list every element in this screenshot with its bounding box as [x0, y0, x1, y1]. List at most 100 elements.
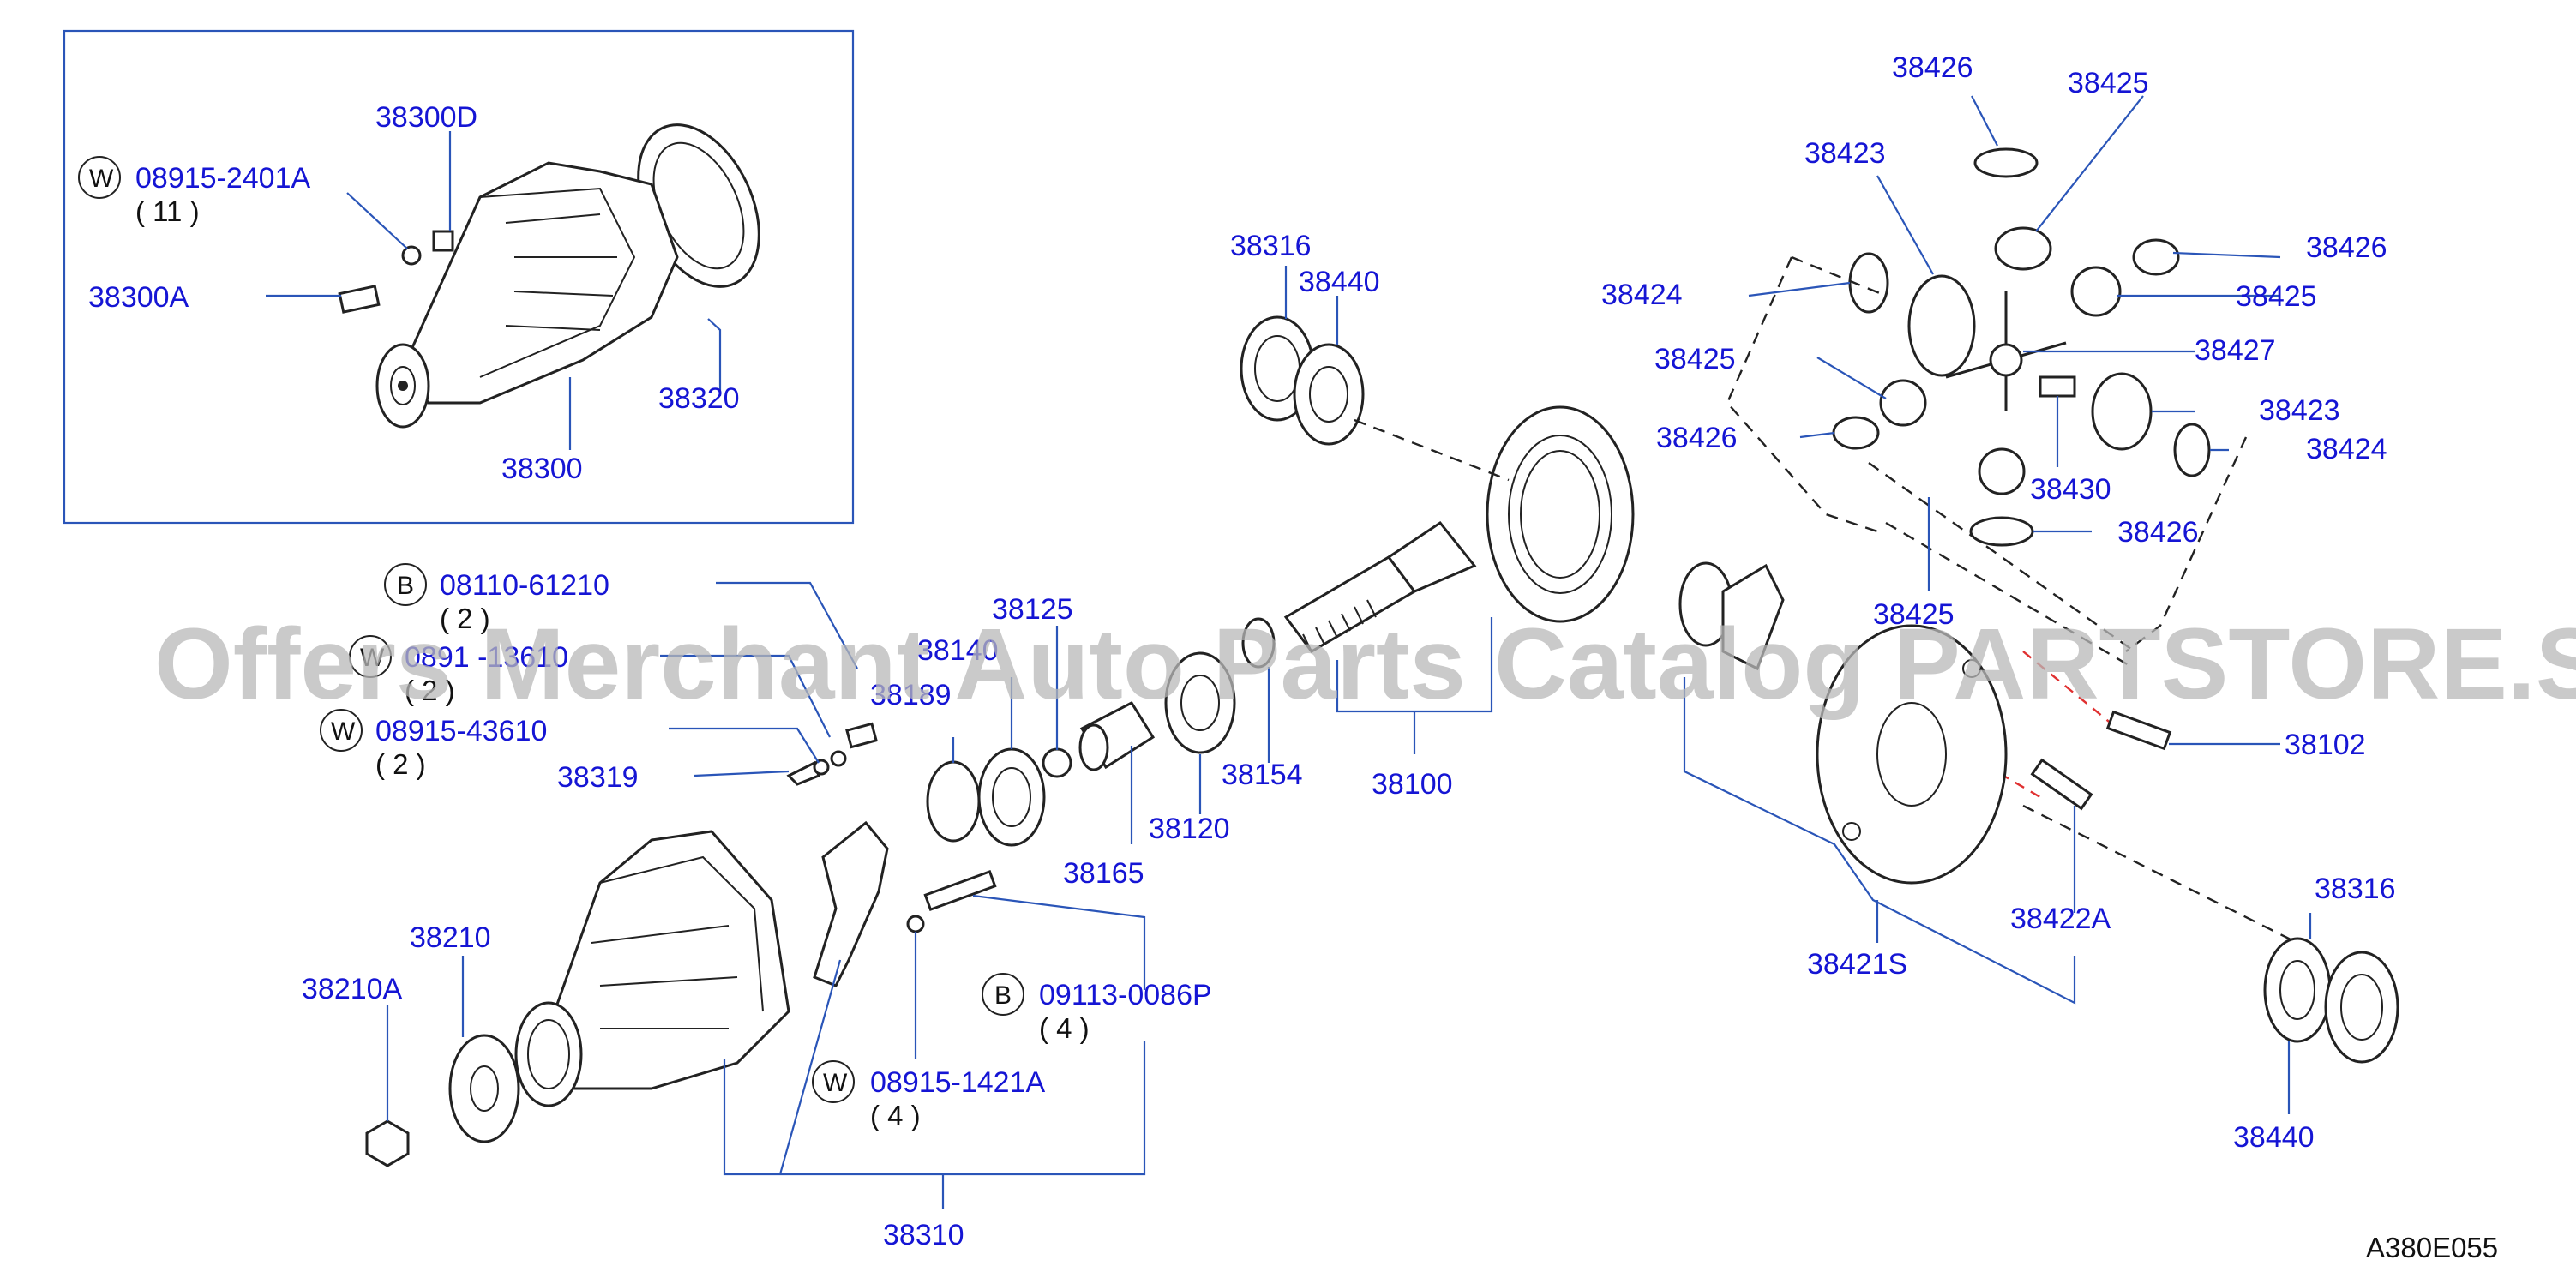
gear-38425-top[interactable] [1994, 226, 2052, 271]
qty-08915-2401A: ( 11 ) [135, 195, 200, 227]
drive-pinion-gear-set-38100[interactable] [1283, 405, 1635, 653]
bolt-38422A[interactable] [2030, 758, 2093, 811]
label-38300D: 38300D [375, 101, 477, 134]
washer-38424-right[interactable] [2173, 423, 2211, 477]
bolt-38102[interactable] [2105, 710, 2172, 751]
label-38440-bottom: 38440 [2233, 1121, 2315, 1154]
spacer-38165[interactable] [1078, 701, 1156, 771]
label-38120: 38120 [1149, 813, 1230, 845]
label-38425-bottom: 38425 [1873, 598, 1955, 631]
washer-38426-top[interactable] [1973, 147, 2039, 178]
label-38430: 38430 [2030, 473, 2111, 506]
label-38300A: 38300A [88, 281, 189, 314]
bolt-38300A[interactable] [338, 285, 381, 314]
qty-09113-0086P: ( 4 ) [1039, 1012, 1090, 1044]
bracket-38319[interactable] [786, 722, 878, 786]
label-38423-right: 38423 [2259, 394, 2340, 427]
differential-case-38421S[interactable] [1678, 561, 2008, 885]
label-38426-bottom: 38426 [2117, 516, 2199, 549]
svg-text:W: W [823, 1069, 848, 1097]
qty-0891-13610: ( 2 ) [405, 675, 455, 706]
washer-38426-left[interactable] [1832, 416, 1880, 450]
label-38300: 38300 [501, 453, 583, 485]
badge-b-08110-61210: B [384, 563, 427, 606]
gear-38425-left[interactable] [1879, 379, 1927, 427]
bearing-38316-bottom[interactable] [2263, 937, 2332, 1043]
label-38100: 38100 [1372, 768, 1453, 801]
spider-38427[interactable] [1945, 291, 2067, 411]
bearing-38440-top[interactable] [1293, 343, 1365, 446]
label-38424-right: 38424 [2306, 433, 2387, 465]
label-38425-right: 38425 [2236, 280, 2317, 313]
nut-38210A[interactable] [365, 1119, 410, 1167]
label-38426-top: 38426 [1892, 51, 1973, 84]
label-08915-43610: 08915-43610 [375, 715, 547, 747]
label-08110-61210: 08110-61210 [440, 569, 609, 602]
svg-text:B: B [397, 572, 414, 600]
label-38426-left: 38426 [1656, 422, 1738, 454]
washer-38426-right[interactable] [2132, 238, 2180, 276]
badge-w-08915-2401A: W [78, 156, 121, 199]
bearing-38120[interactable] [1164, 651, 1236, 754]
nut-38300D[interactable] [432, 230, 454, 252]
label-38421S: 38421S [1807, 948, 1907, 981]
washer-08915-2401A[interactable] [401, 245, 422, 266]
label-38427: 38427 [2195, 334, 2276, 367]
label-38425-top: 38425 [2068, 67, 2149, 99]
label-38423-top: 38423 [1804, 137, 1886, 170]
label-38425-left: 38425 [1654, 343, 1736, 375]
label-38154: 38154 [1222, 759, 1303, 791]
label-38426-right: 38426 [2306, 231, 2387, 264]
svg-text:W: W [360, 644, 385, 672]
label-38210: 38210 [410, 921, 491, 954]
label-08915-2401A: 08915-2401A [135, 162, 311, 195]
label-38424-left: 38424 [1601, 279, 1683, 311]
badge-w-08915-1421A: W [812, 1060, 855, 1103]
bolt-09113-0086P[interactable] [923, 869, 997, 912]
diagram-code: A380E055 [2366, 1232, 2498, 1263]
badge-w-08915-43610: W [320, 709, 363, 752]
washer-38120-spacer[interactable] [1042, 747, 1072, 778]
badge-b-09113-0086P: B [982, 973, 1024, 1016]
side-bearing-cap-drawing[interactable] [813, 820, 889, 987]
label-38165: 38165 [1063, 857, 1144, 890]
companion-flange-38210[interactable] [448, 1034, 520, 1143]
washer-08915-1421A[interactable] [906, 915, 925, 933]
final-drive-assembly-drawing[interactable] [375, 105, 783, 429]
side-gear-38423-right[interactable] [2091, 372, 2153, 451]
bearing-38125[interactable] [977, 747, 1046, 847]
badge-w-0891-13610: W [349, 635, 392, 678]
svg-text:W: W [331, 717, 356, 746]
bearing-38140[interactable] [926, 760, 981, 843]
label-38189: 38189 [870, 679, 952, 711]
qty-08915-43610: ( 2 ) [375, 748, 426, 780]
svg-text:W: W [89, 165, 114, 193]
label-38140: 38140 [917, 634, 999, 667]
assembly-inset: 38300D W 08915-2401A ( 11 ) 38300A 38320… [63, 29, 855, 525]
label-38102: 38102 [2285, 729, 2366, 761]
label-38320: 38320 [658, 382, 740, 415]
label-38316-bottom: 38316 [2315, 873, 2396, 905]
qty-08915-1421A: ( 4 ) [870, 1100, 921, 1131]
label-38319: 38319 [557, 761, 639, 794]
gear-38425-right[interactable] [2070, 266, 2122, 317]
pin-38430[interactable] [2039, 375, 2076, 398]
washer-38426-bottom[interactable] [1969, 516, 2034, 547]
qty-08110-61210: ( 2 ) [440, 603, 490, 634]
label-38210A: 38210A [302, 973, 403, 1005]
label-38440-top: 38440 [1299, 266, 1380, 298]
bearing-38440-bottom[interactable] [2324, 951, 2399, 1064]
label-08915-1421A: 08915-1421A [870, 1066, 1046, 1099]
label-38310: 38310 [883, 1219, 964, 1251]
label-38422A: 38422A [2010, 903, 2111, 935]
carrier-cover-drawing[interactable] [514, 830, 790, 1107]
svg-text:B: B [994, 981, 1012, 1010]
washer-38154[interactable] [1241, 617, 1276, 669]
gear-38425-bottom[interactable] [1978, 447, 2026, 495]
watermark: Offers Merchant Auto Parts Catalog PARTS… [154, 608, 2576, 721]
side-gear-38423-left[interactable] [1907, 274, 1976, 377]
label-09113-0086P: 09113-0086P [1039, 979, 1212, 1011]
label-38125: 38125 [992, 593, 1073, 626]
label-0891-13610: 0891 -13610 [405, 641, 568, 674]
